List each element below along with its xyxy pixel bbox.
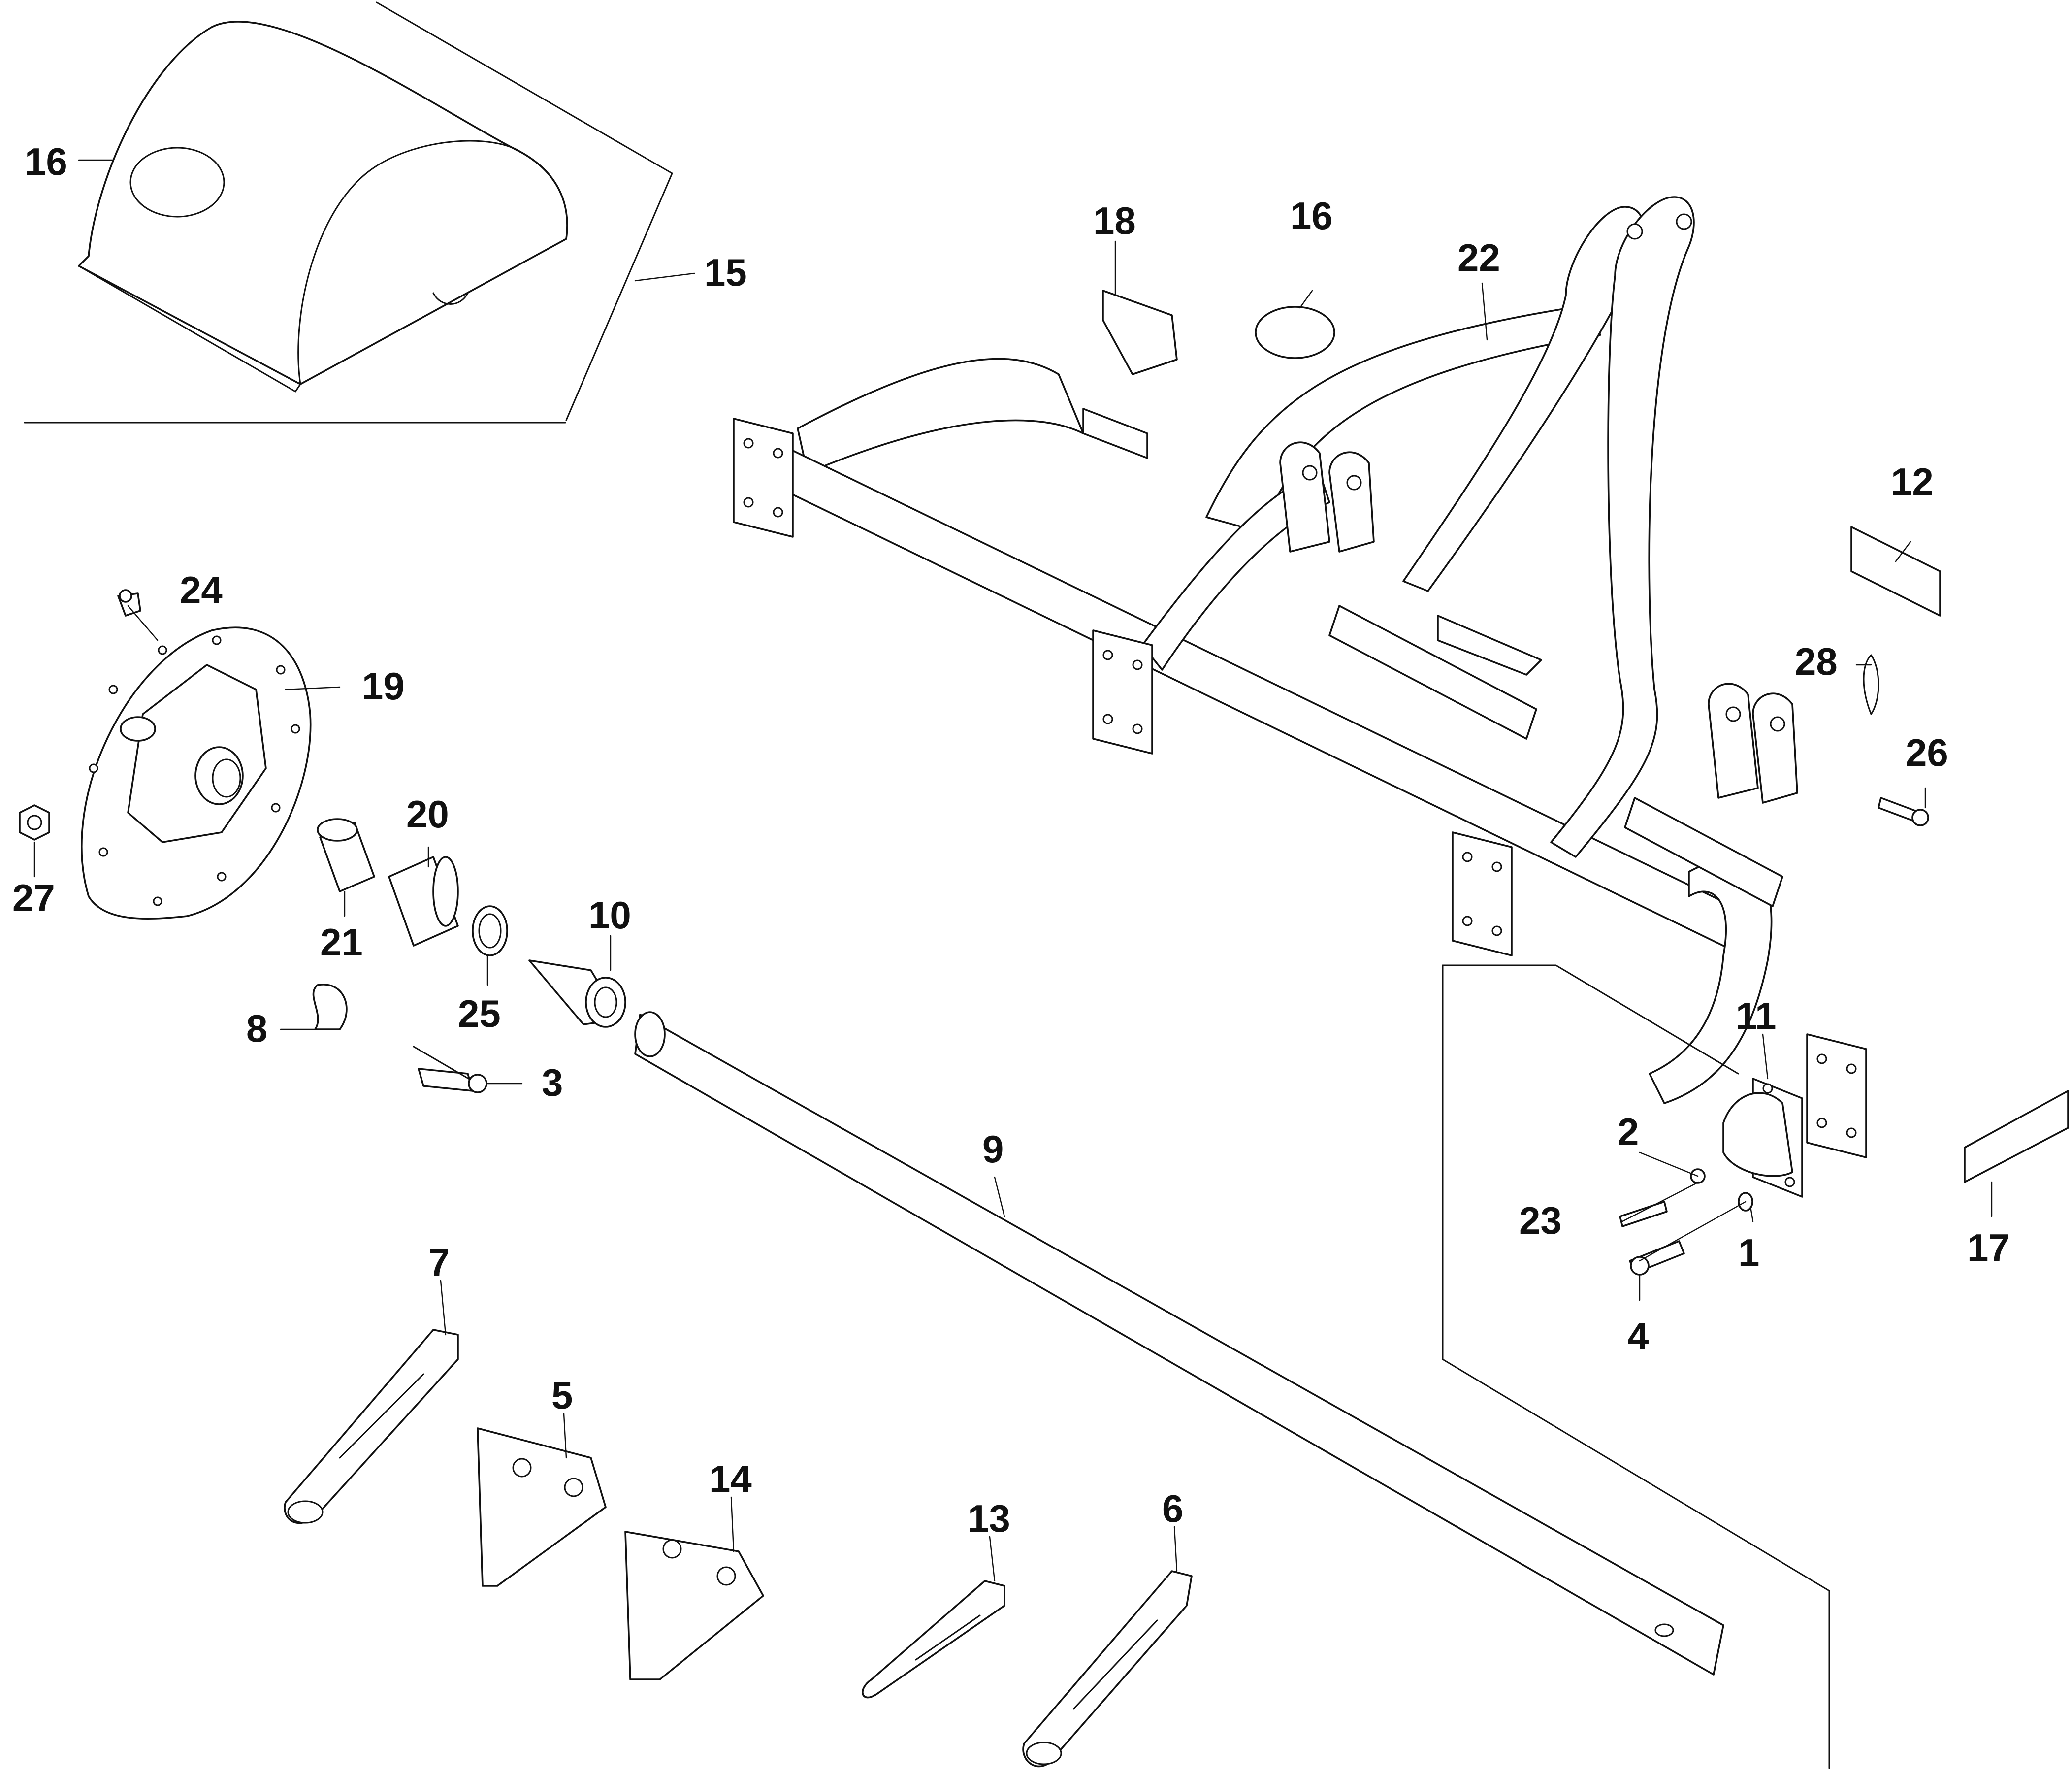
decal-part-18 [1102,290,1178,375]
washer-part-25 [472,905,508,956]
callout-1: 1 [1738,1231,1759,1274]
callout-6: 6 [1162,1487,1183,1530]
callout-3: 3 [542,1061,563,1104]
callout-13: 13 [968,1497,1010,1540]
bearing-part-20 [388,856,459,947]
blade-part-13 [862,1580,1005,1699]
callout-10: 10 [588,893,631,937]
bolt-part-23 [1619,1201,1668,1227]
callout-7: 7 [428,1241,450,1284]
callout-8: 8 [246,1007,267,1050]
callout-23: 23 [1519,1199,1562,1242]
callout-9: 9 [982,1127,1004,1171]
callout-16-frame: 16 [1290,194,1333,237]
hitch-pin-part-26 [1878,797,1929,826]
callout-4: 4 [1627,1315,1649,1358]
callout-14: 14 [709,1457,752,1501]
callout-26: 26 [1906,731,1948,774]
callout-22: 22 [1457,236,1500,279]
callout-18: 18 [1093,199,1136,242]
bushing-part-21 [317,818,375,892]
nut-part-27 [19,804,50,841]
bracket-part-11 [1722,1078,1803,1198]
bracket-detail-panel [1442,654,1929,1769]
leader-lines [33,159,1993,1582]
callout-19: 19 [362,664,405,708]
callout-2: 2 [1618,1110,1639,1153]
callout-27: 27 [12,876,55,920]
grease-fitting-part-24 [117,589,141,617]
clip-part-28 [1863,654,1879,715]
shield-detail-panel [24,1,673,424]
blade-part-7 [284,1329,459,1524]
bolt-part-4 [1629,1240,1685,1276]
rotor-plate-part-19 [81,626,312,920]
clamp-part-8 [312,984,348,1030]
decal-part-17 [1964,1090,2069,1183]
callout-20: 20 [406,792,449,836]
callout-labels: 16 15 18 16 22 12 24 19 28 26 20 27 21 1… [12,140,2010,1540]
decal-part-12 [1850,526,1941,617]
blade-part-6 [1022,1570,1193,1768]
callout-11: 11 [1736,994,1776,1038]
plate-part-14 [624,1531,764,1680]
plate-part-5 [477,1427,607,1587]
callout-24: 24 [180,568,223,612]
callout-28: 28 [1795,640,1838,683]
callout-16-shield: 16 [25,140,67,183]
bolt-part-3 [413,1046,487,1093]
sleeve-part-10 [528,959,626,1028]
callout-21: 21 [320,920,363,964]
shield-cover-part-15 [78,21,568,393]
callout-12: 12 [1891,460,1934,503]
callout-25: 25 [458,992,501,1035]
callout-17: 17 [1967,1226,2010,1269]
decal-16-on-shield [130,147,225,218]
callout-5: 5 [551,1374,573,1417]
main-frame-part-22 [733,196,1867,1158]
callout-15: 15 [704,251,747,294]
decal-part-16 [1255,306,1335,359]
decals [1102,290,2069,1183]
shaft-part-9 [634,1011,1724,1676]
